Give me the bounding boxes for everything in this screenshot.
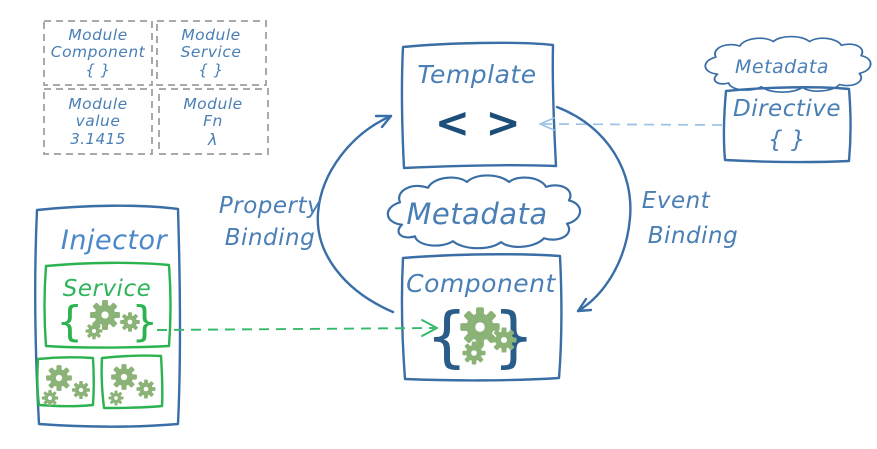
module-card-service: Module Service { } [156, 20, 267, 86]
module-card-line: Component [51, 43, 146, 61]
template-box-border [400, 41, 558, 170]
gear-icon [462, 341, 486, 365]
module-card-line: value [76, 112, 121, 130]
module-card-line: Module [181, 26, 240, 44]
module-card-value: Module value 3.1415 [43, 88, 153, 155]
module-card-line: 3.1415 [70, 130, 126, 148]
service-to-component-arrow [156, 319, 438, 337]
gear-icon [72, 381, 90, 399]
gear-icon [85, 322, 103, 340]
property-binding-line2: Binding [225, 225, 315, 251]
module-card-line: { } [198, 61, 223, 79]
component-box-border [400, 253, 563, 382]
provider-box-left [36, 356, 95, 408]
module-card-component: Module Component { } [43, 20, 153, 86]
property-binding-line1: Property [219, 193, 321, 219]
directive-to-template-arrow [539, 117, 723, 131]
gear-icon [120, 312, 140, 332]
gear-icon [41, 389, 59, 407]
component-title: Component [406, 269, 556, 298]
event-binding-label: Event Binding [642, 188, 738, 249]
directive-box: Directive { } [722, 86, 852, 164]
event-binding-line2: Binding [648, 223, 738, 249]
property-binding-label: Property Binding [219, 193, 321, 251]
gear-icon [46, 365, 72, 391]
service-title: Service [63, 276, 152, 302]
module-card-line: Fn [203, 112, 223, 130]
gear-icon [108, 390, 124, 406]
module-card-border [43, 88, 153, 155]
event-binding-line1: Event [642, 188, 711, 214]
gear-icon [491, 327, 517, 353]
metadata-cloud-center: Metadata [386, 174, 582, 250]
component-box: Component { } [400, 253, 563, 382]
property-binding-arrow [316, 114, 395, 314]
injector-title: Injector [61, 225, 169, 256]
injector-box-border [34, 204, 182, 428]
module-card-border [156, 20, 267, 86]
module-card-fn: Module Fn λ [158, 88, 269, 155]
service-box-border [43, 261, 172, 349]
template-box: Template < > [400, 41, 558, 170]
module-card-line: Module [68, 95, 127, 113]
template-title: Template [417, 60, 536, 89]
metadata-cloud-label: Metadata [735, 56, 829, 78]
angle-brackets-icon: < > [435, 98, 522, 147]
module-card-line: Service [181, 43, 242, 61]
gear-icon [111, 364, 137, 390]
metadata-cloud-label: Metadata [406, 197, 547, 231]
module-card-border [158, 88, 269, 155]
provider-box-right [100, 354, 164, 410]
component-brace-open: { [426, 298, 469, 375]
directive-title: Directive [733, 96, 841, 122]
provider-box-border [100, 354, 164, 410]
module-card-line: { } [85, 61, 110, 79]
service-brace-open: { [56, 297, 83, 346]
module-card-border [43, 20, 153, 86]
gear-icon [136, 379, 156, 399]
event-binding-arrow [555, 105, 632, 313]
provider-box-border [36, 356, 95, 408]
directive-braces: { } [768, 127, 806, 153]
module-card-line: Module [68, 26, 127, 44]
module-card-line: Module [183, 95, 242, 113]
service-box: Service { } [43, 261, 172, 349]
injector-box: Injector Service { } [34, 204, 182, 428]
directive-box-border [722, 86, 852, 164]
metadata-cloud-top-right: Metadata [704, 35, 872, 94]
lambda-icon: λ [207, 130, 218, 149]
